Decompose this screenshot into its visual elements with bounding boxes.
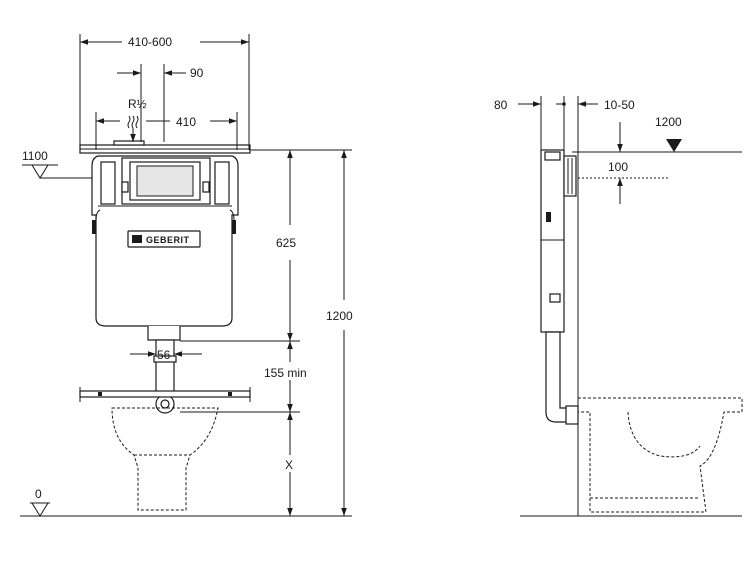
floor-level-label: 0 bbox=[35, 487, 42, 501]
frame-width-label: 410 bbox=[176, 115, 196, 129]
top-level-marker: 1100 bbox=[22, 149, 98, 179]
pipe-diameter-label: 56 bbox=[157, 348, 171, 362]
dim-side-offset: 100 bbox=[608, 122, 628, 204]
brand-label: GEBERIT bbox=[146, 235, 190, 245]
depth-label: 80 bbox=[494, 98, 508, 112]
wc-pan bbox=[111, 407, 219, 511]
dim-variable: X bbox=[285, 412, 293, 516]
dim-width-range: 410-600 bbox=[79, 34, 250, 150]
side-offset-label: 100 bbox=[608, 160, 628, 174]
dim-min-clearance: 155 min bbox=[264, 341, 307, 412]
width-range-label: 410-600 bbox=[128, 35, 172, 49]
offset-label: 90 bbox=[190, 66, 204, 80]
dim-depth: 80 bbox=[494, 98, 541, 112]
side-top-level-label: 1200 bbox=[655, 115, 682, 129]
dim-height: 625 bbox=[276, 150, 296, 341]
side-wc-pan bbox=[578, 397, 743, 513]
dim-total-height: 1200 bbox=[326, 150, 353, 516]
top-bracket bbox=[79, 140, 251, 154]
dim-frame-width: 410 bbox=[95, 112, 238, 150]
top-level-label: 1100 bbox=[22, 149, 48, 163]
height-label: 625 bbox=[276, 236, 296, 250]
front-view: 0 1100 bbox=[20, 34, 353, 517]
floor-level-marker: 0 bbox=[30, 487, 50, 517]
dim-adjust: 10-50 bbox=[556, 98, 635, 112]
lower-bracket bbox=[79, 387, 251, 402]
flush-pipe bbox=[153, 339, 177, 414]
dim-pipe-diameter: 56 bbox=[130, 348, 202, 362]
side-view: 80 10-50 1200 100 bbox=[494, 96, 743, 517]
dim-offset: 90 bbox=[117, 64, 204, 142]
side-cistern bbox=[540, 149, 579, 425]
min-clearance-label: 155 min bbox=[264, 366, 307, 380]
side-top-level-marker: 1200 bbox=[655, 115, 682, 152]
water-supply-symbol: R½ bbox=[127, 97, 147, 142]
total-height-label: 1200 bbox=[326, 309, 353, 323]
connection-label: R½ bbox=[128, 97, 147, 111]
adjust-label: 10-50 bbox=[604, 98, 635, 112]
variable-label: X bbox=[285, 458, 293, 472]
cistern: GEBERIT bbox=[91, 155, 239, 341]
